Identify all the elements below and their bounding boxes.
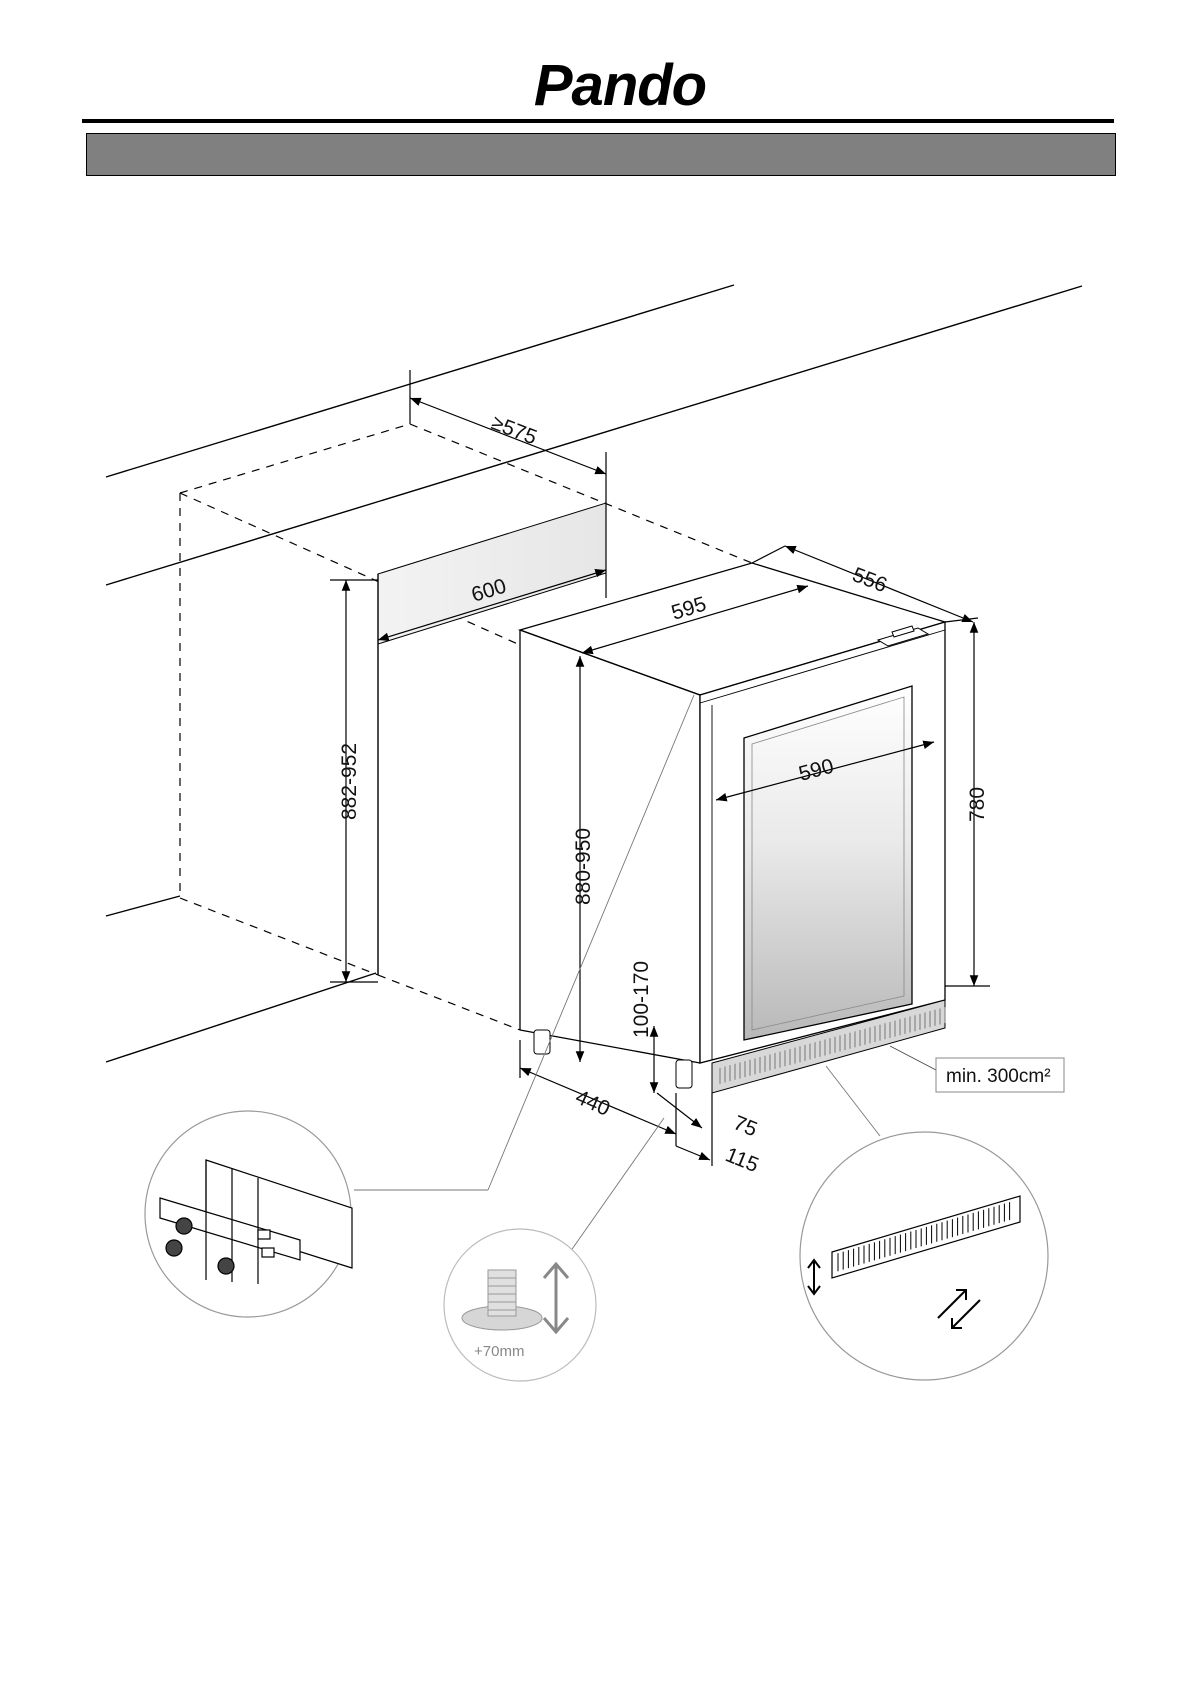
ventilation-grille: [711, 999, 946, 1094]
dim-plinth-height: 100-170: [630, 961, 653, 1038]
glass-door: [743, 685, 913, 1041]
ventilation-label: min. 300cm²: [946, 1066, 1051, 1087]
dim-base-depth: 440: [572, 1086, 613, 1121]
section-title-bar: [86, 133, 1116, 176]
grille-detail: [799, 1131, 1049, 1381]
dim-niche-depth: ≥575: [488, 411, 540, 449]
dimension-lines: [330, 397, 990, 1166]
foot-adjust-label: +70mm: [474, 1343, 524, 1360]
foot-detail: +70mm: [443, 1228, 597, 1382]
brand-logo: Pando: [533, 53, 707, 118]
bracket-detail: [144, 1110, 353, 1318]
hinge-detail: [876, 625, 930, 647]
dim-niche-height: 882-952: [338, 743, 361, 820]
leader-lines: [354, 694, 881, 1273]
header-rule: [82, 119, 1114, 123]
grille-arrows-icon: [807, 1258, 981, 1329]
dim-front-offset-a: 75: [730, 1111, 760, 1141]
double-arrow-icon: [542, 1261, 570, 1335]
dim-appliance-depth: 556: [849, 563, 890, 597]
niche-outline: [179, 423, 753, 1031]
appliance-feet: [533, 1029, 693, 1089]
dim-appliance-height: 880-950: [572, 828, 595, 905]
dim-front-offset-b: 115: [722, 1143, 762, 1177]
ventilation-callout: min. 300cm²: [889, 1045, 1065, 1093]
dim-body-height: 780: [966, 787, 989, 822]
